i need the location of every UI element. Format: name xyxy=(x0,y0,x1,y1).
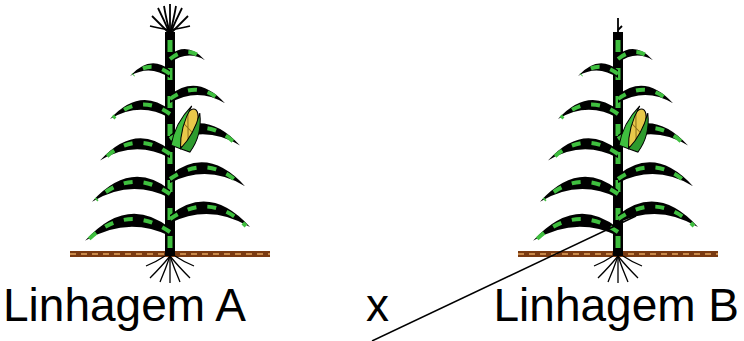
cross-symbol: x xyxy=(366,282,389,328)
maize-plant-a xyxy=(70,4,270,283)
line-label: Linhagem A xyxy=(3,282,246,328)
line-label: Linhagem B xyxy=(494,282,740,328)
maize-plant-b xyxy=(518,18,718,283)
